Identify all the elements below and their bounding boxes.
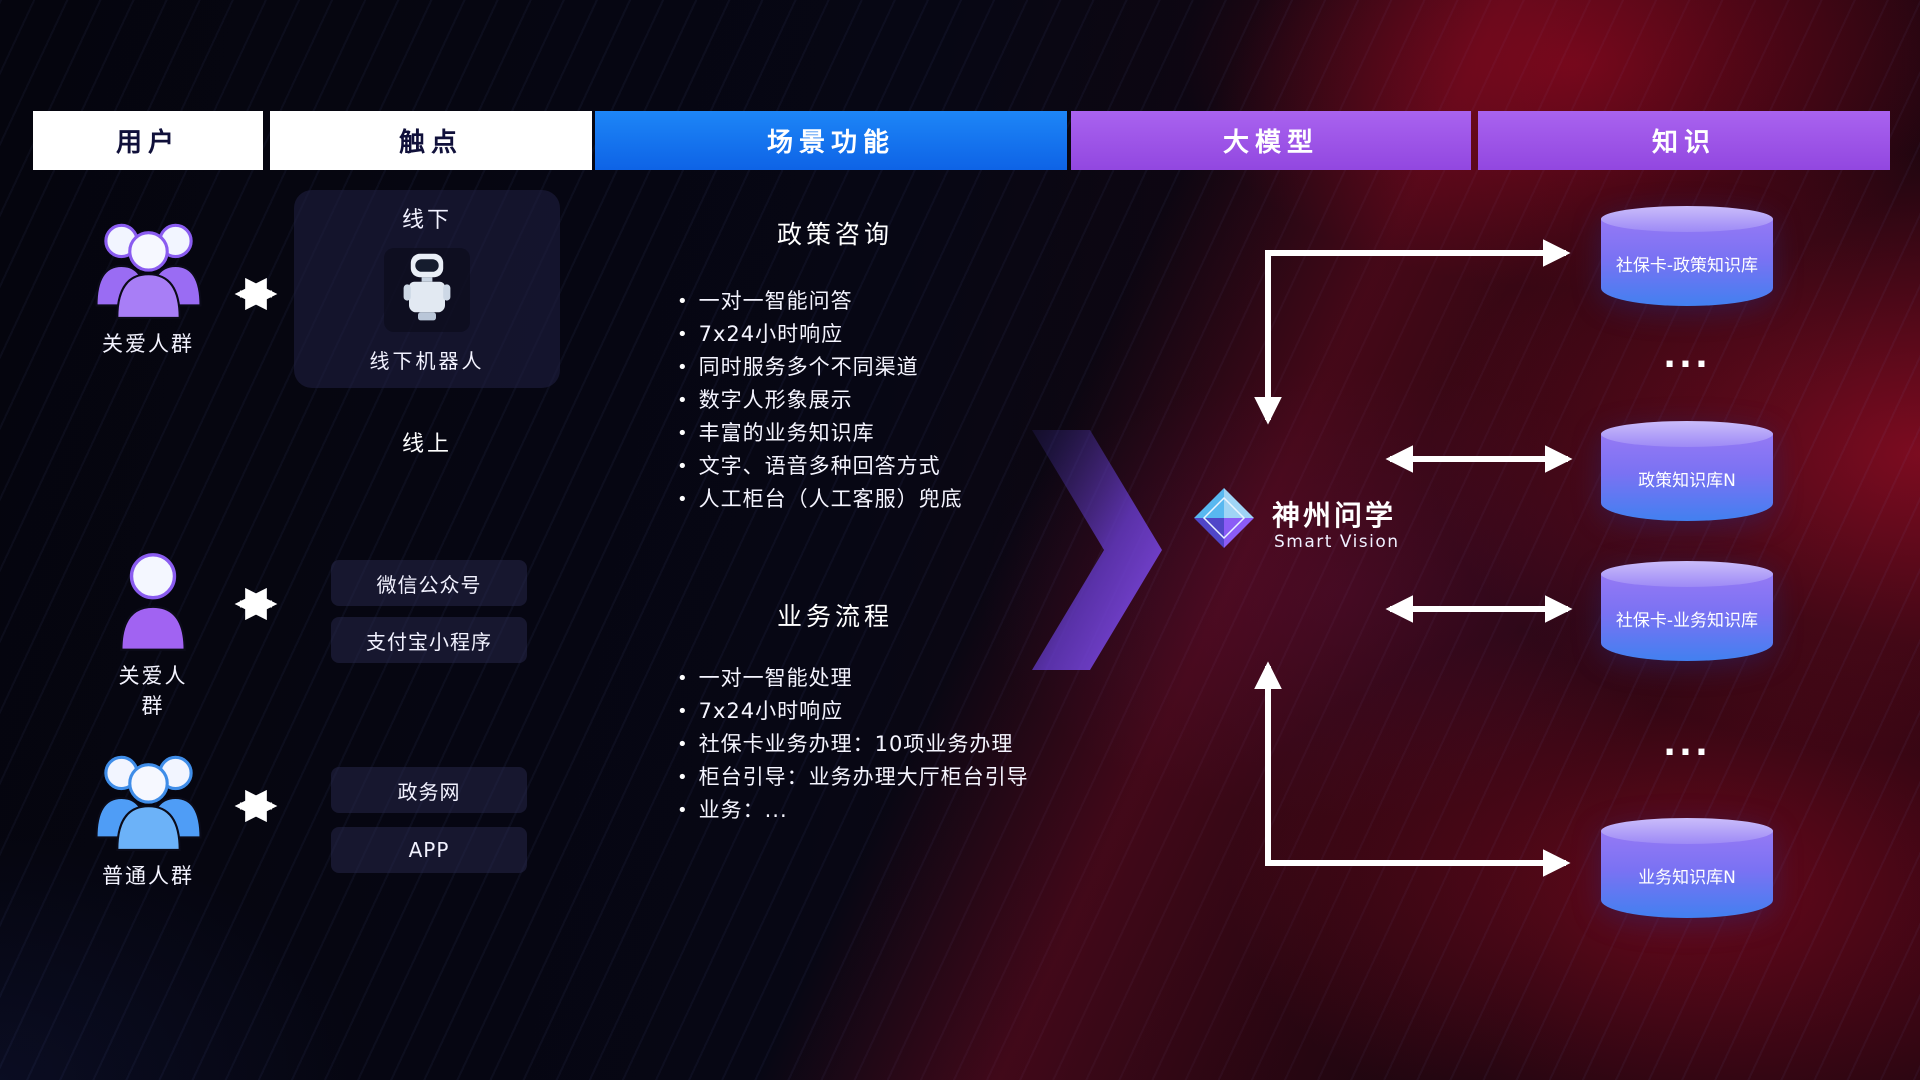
list-item: 数字人形象展示 bbox=[677, 388, 963, 413]
cylinder-body bbox=[1601, 574, 1773, 661]
group-people-icon bbox=[94, 755, 202, 851]
channel-label: 微信公众号 bbox=[376, 572, 482, 597]
user-group-care-1: 关爱人群 bbox=[83, 216, 213, 358]
cylinder-top bbox=[1601, 421, 1773, 447]
list-item: 7x24小时响应 bbox=[677, 322, 963, 347]
list-item: 人工柜台（人工客服）兜底 bbox=[677, 487, 963, 512]
flow-chevron-arrow bbox=[1032, 430, 1162, 670]
cylinder-top bbox=[1601, 561, 1773, 587]
header-model: 大模型 bbox=[1071, 111, 1471, 170]
channel-label: 支付宝小程序 bbox=[366, 629, 492, 654]
header-scenario: 场景功能 bbox=[595, 111, 1067, 170]
robot-icon bbox=[403, 253, 451, 320]
model-to-business-kbn-arrow bbox=[1254, 661, 1571, 877]
offline-title: 线下 bbox=[401, 208, 452, 233]
scenario-policy-list: 一对一智能问答 7x24小时响应 同时服务多个不同渠道 数字人形象展示 丰富的业… bbox=[677, 289, 963, 520]
list-item: 7x24小时响应 bbox=[677, 699, 1029, 724]
scenario-business-list: 一对一智能处理 7x24小时响应 社保卡业务办理：10项业务办理 柜台引导：业务… bbox=[677, 666, 1029, 831]
cylinder-body bbox=[1601, 434, 1773, 521]
channel-label: APP bbox=[408, 838, 450, 862]
cylinder-body bbox=[1601, 831, 1773, 918]
offline-touchpoint-card: 线下 线下机器人 bbox=[294, 190, 560, 388]
user-group-general: 普通人群 bbox=[83, 748, 213, 890]
header-scenario-label: 场景功能 bbox=[766, 128, 895, 158]
single-person-icon bbox=[120, 553, 186, 651]
kb-ellipsis: ... bbox=[1663, 724, 1711, 764]
scenario-title-business: 业务流程 bbox=[776, 602, 893, 631]
kb-ellipsis: ... bbox=[1663, 336, 1711, 376]
kb-label: 政策知识库N bbox=[1638, 470, 1736, 491]
model-to-policy-kb-arrow bbox=[1254, 239, 1571, 425]
channel-govweb: 政务网 bbox=[331, 767, 527, 813]
scenario-title-policy: 政策咨询 bbox=[776, 220, 893, 249]
header-model-label: 大模型 bbox=[1222, 128, 1319, 158]
user-label: 关爱人群 bbox=[102, 332, 194, 356]
online-title: 线上 bbox=[401, 432, 452, 457]
list-item: 文字、语音多种回答方式 bbox=[677, 454, 963, 479]
kb-cylinder-policy-shebao: 社保卡-政策知识库 bbox=[1601, 206, 1773, 306]
list-item: 同时服务多个不同渠道 bbox=[677, 355, 963, 380]
model-name: 神州问学 bbox=[1272, 499, 1397, 532]
model-subtitle: Smart Vision bbox=[1274, 532, 1400, 552]
channel-alipay: 支付宝小程序 bbox=[331, 617, 527, 663]
list-item: 一对一智能问答 bbox=[677, 289, 963, 314]
offline-robot-label: 线下机器人 bbox=[369, 349, 485, 373]
kb-cylinder-policy-n: 政策知识库N bbox=[1601, 421, 1773, 521]
header-user: 用户 bbox=[33, 111, 263, 170]
kb-label: 业务知识库N bbox=[1638, 867, 1736, 888]
group-people-icon bbox=[94, 223, 202, 319]
robot-image-frame bbox=[384, 247, 470, 332]
cylinder-top bbox=[1601, 206, 1773, 232]
user-label: 关爱人群 bbox=[118, 664, 188, 718]
header-user-label: 用户 bbox=[115, 128, 180, 158]
user-label: 普通人群 bbox=[102, 864, 194, 888]
kb-cylinder-business-shebao: 社保卡-业务知识库 bbox=[1601, 561, 1773, 661]
channel-wechat: 微信公众号 bbox=[331, 560, 527, 606]
user-single-care: 关爱人群 bbox=[108, 548, 198, 720]
header-touchpoint-label: 触点 bbox=[398, 128, 463, 158]
channel-app: APP bbox=[331, 827, 527, 873]
kb-label: 社保卡-政策知识库 bbox=[1615, 255, 1759, 276]
list-item: 柜台引导：业务办理大厅柜台引导 bbox=[677, 765, 1029, 790]
header-touchpoint: 触点 bbox=[270, 111, 592, 170]
list-item: 丰富的业务知识库 bbox=[677, 421, 963, 446]
list-item: 一对一智能处理 bbox=[677, 666, 1029, 691]
header-knowledge: 知识 bbox=[1478, 111, 1890, 170]
kb-cylinder-business-n: 业务知识库N bbox=[1601, 818, 1773, 918]
list-item: 业务：... bbox=[677, 798, 1029, 823]
kb-label: 社保卡-业务知识库 bbox=[1615, 610, 1759, 631]
cylinder-top bbox=[1601, 818, 1773, 844]
channel-label: 政务网 bbox=[397, 779, 461, 804]
cylinder-body bbox=[1601, 219, 1773, 306]
list-item: 社保卡业务办理：10项业务办理 bbox=[677, 732, 1029, 757]
smart-vision-logo-icon bbox=[1194, 488, 1254, 548]
header-knowledge-label: 知识 bbox=[1651, 128, 1716, 158]
